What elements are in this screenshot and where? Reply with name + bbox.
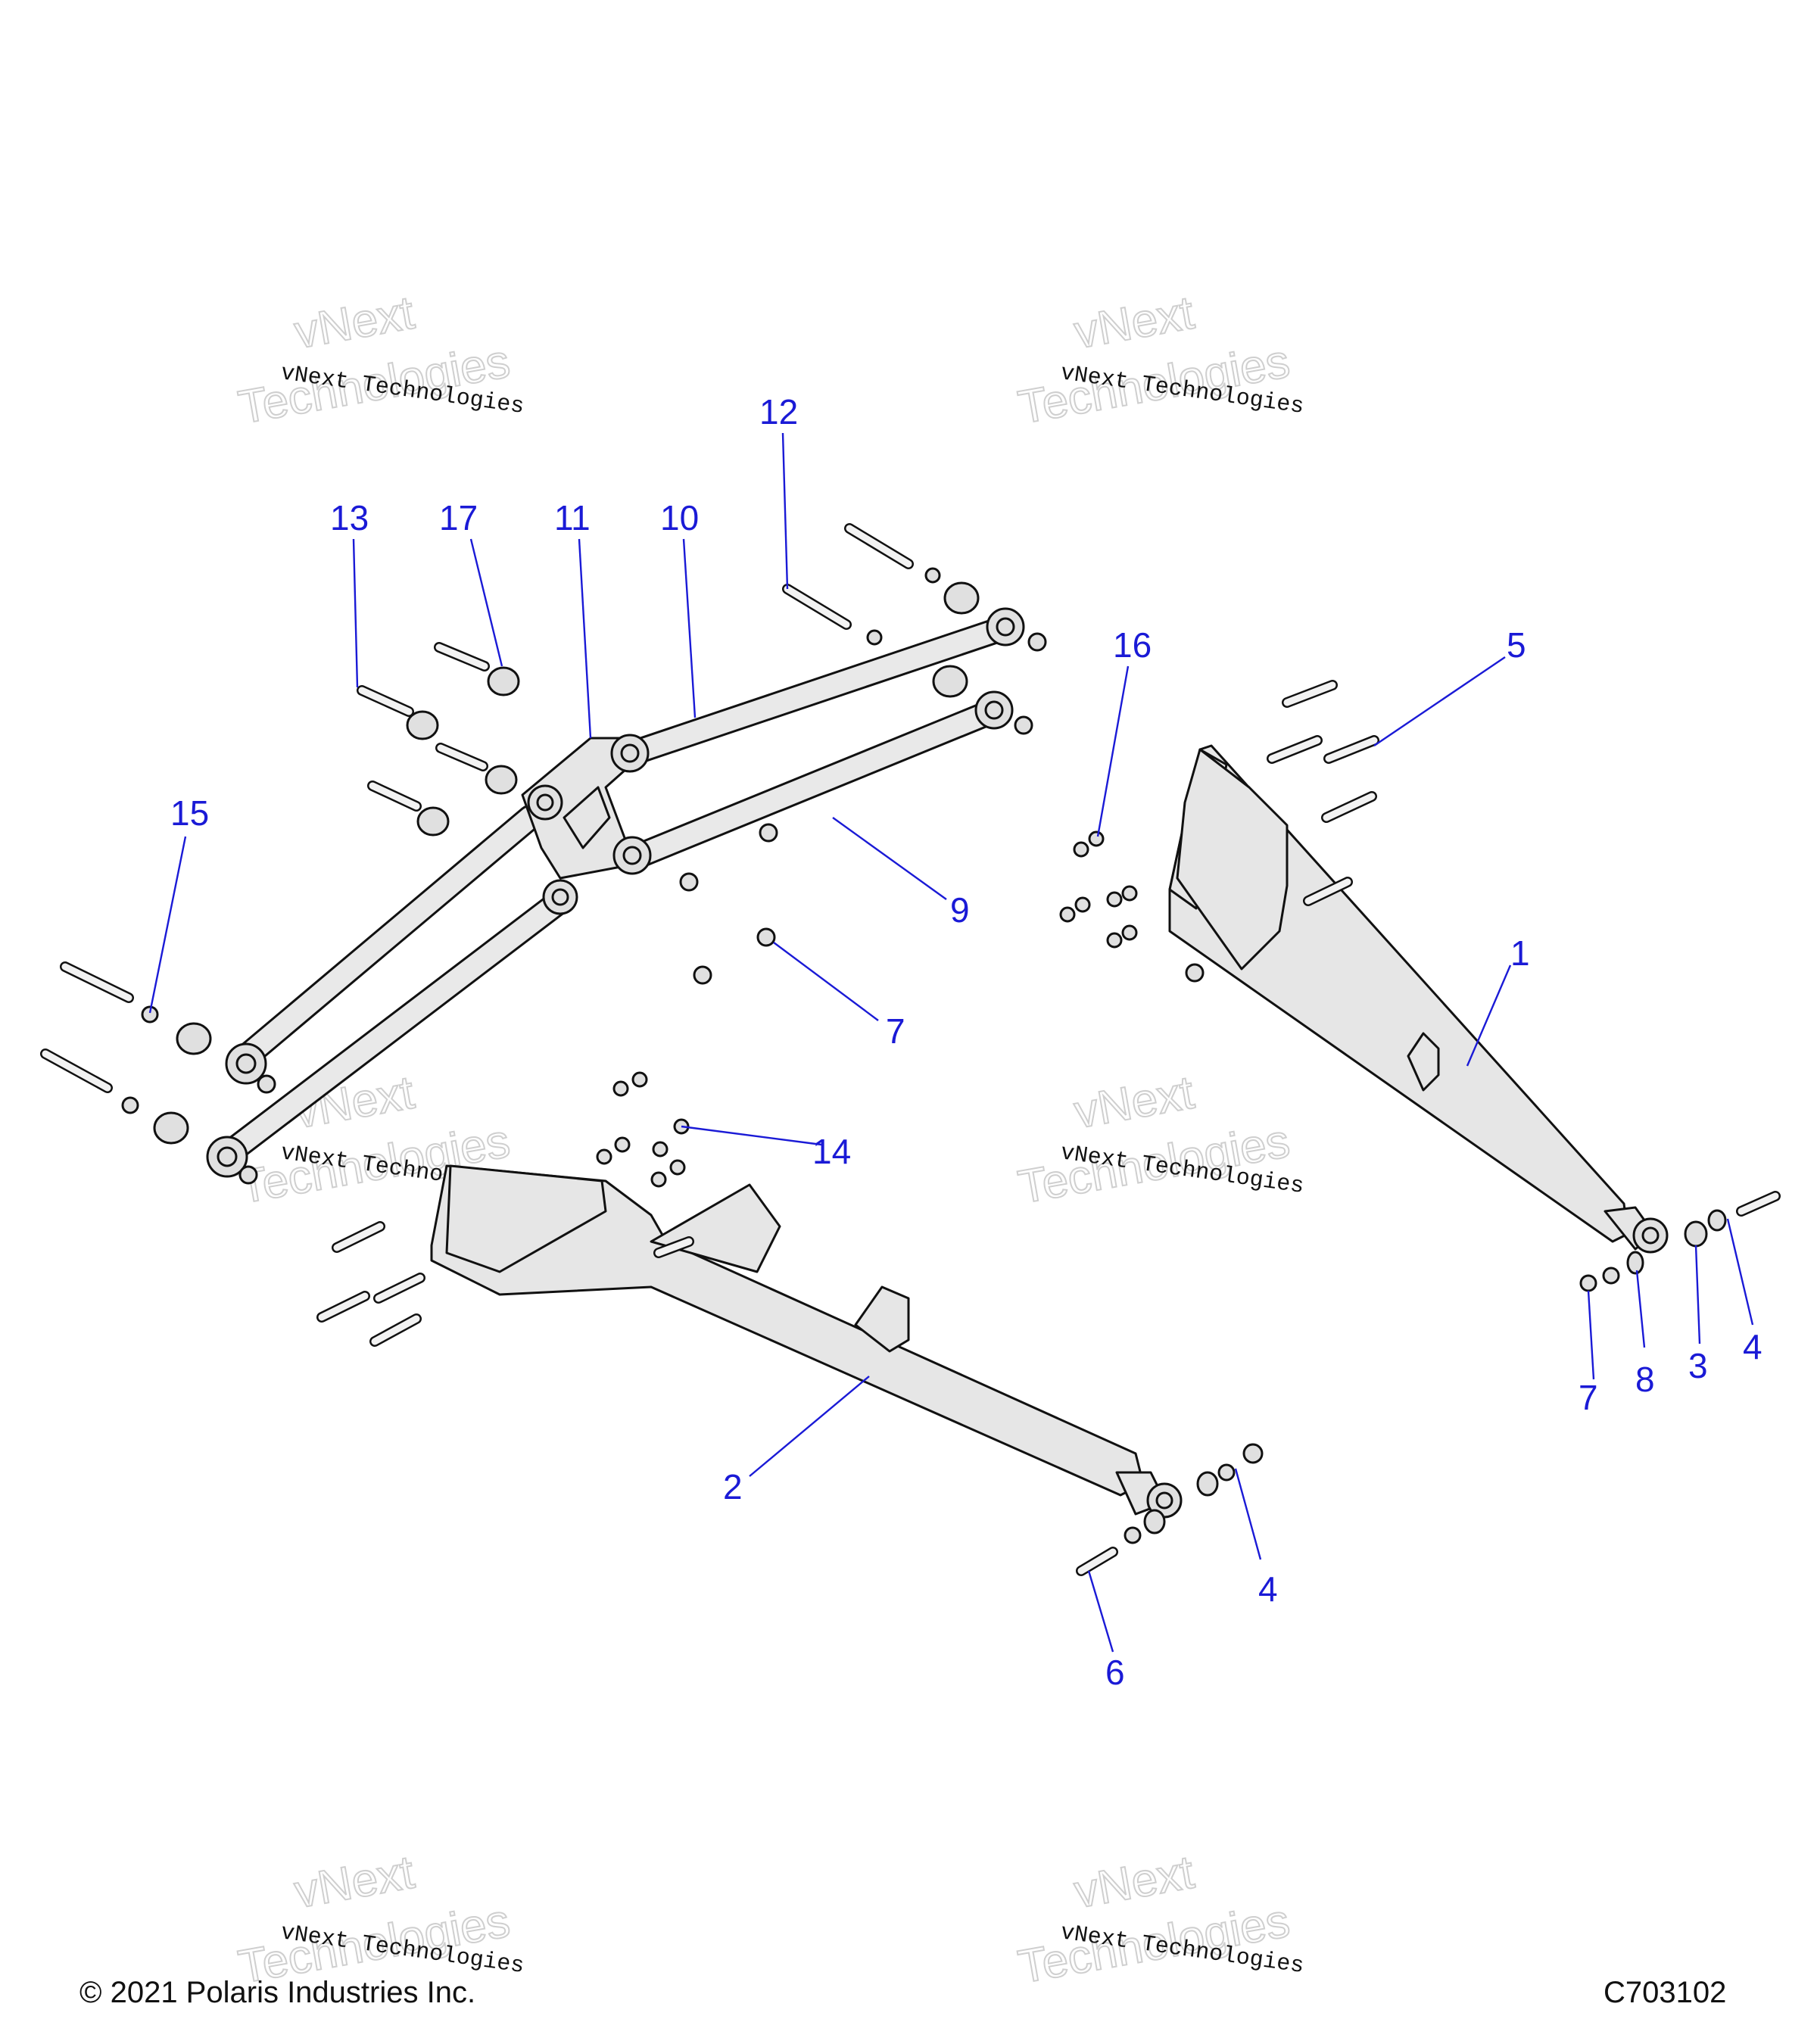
trailing-arm-left-hardware bbox=[316, 1071, 1264, 1576]
callout-4a: 4 bbox=[1743, 1327, 1762, 1366]
radius-rod-assembly bbox=[206, 607, 1025, 1178]
callout-2: 2 bbox=[723, 1467, 743, 1507]
callout-10: 10 bbox=[660, 498, 699, 537]
callout-3: 3 bbox=[1688, 1346, 1708, 1385]
callout-13: 13 bbox=[330, 498, 369, 537]
callout-9: 9 bbox=[950, 890, 970, 930]
trailing-arm-right bbox=[1168, 744, 1669, 1254]
svg-text:vNext: vNext bbox=[1071, 1067, 1198, 1139]
copyright-text: © 2021 Polaris Industries Inc. bbox=[79, 1976, 476, 2009]
trailing-arm-left bbox=[430, 1164, 1183, 1519]
watermark: Technologies vNext vNext Technologies bbox=[1014, 286, 1305, 435]
callout-7a: 7 bbox=[886, 1011, 905, 1051]
callout-11: 11 bbox=[554, 498, 591, 537]
callout-4b: 4 bbox=[1258, 1569, 1278, 1609]
watermark: Technologies vNext vNext Technologies bbox=[1014, 1066, 1305, 1215]
callout-7b: 7 bbox=[1579, 1378, 1598, 1417]
callout-6: 6 bbox=[1105, 1653, 1125, 1692]
callout-17: 17 bbox=[439, 498, 478, 537]
svg-text:vNext: vNext bbox=[1071, 287, 1198, 359]
callout-14: 14 bbox=[812, 1132, 851, 1171]
watermark: Technologies vNext vNext Technologies bbox=[1014, 1846, 1305, 1995]
callout-16: 16 bbox=[1113, 625, 1152, 665]
callout-1: 1 bbox=[1510, 933, 1530, 973]
callout-15: 15 bbox=[170, 793, 209, 833]
rod-hardware bbox=[40, 523, 1047, 1185]
svg-text:vNext: vNext bbox=[291, 1846, 418, 1918]
callout-12: 12 bbox=[759, 392, 798, 432]
svg-text:vNext: vNext bbox=[291, 287, 418, 359]
svg-text:vNext: vNext bbox=[1071, 1846, 1198, 1918]
watermark: Technologies vNext vNext Technologies bbox=[234, 286, 525, 435]
callout-8: 8 bbox=[1635, 1360, 1655, 1399]
callouts: 1 2 3 4 4 5 6 7 7 8 9 10 11 12 13 14 15 bbox=[148, 392, 1762, 1692]
diagram-id: C703102 bbox=[1604, 1976, 1727, 2009]
callout-5: 5 bbox=[1507, 625, 1526, 665]
trailing-arm-right-hardware bbox=[1059, 680, 1781, 1292]
